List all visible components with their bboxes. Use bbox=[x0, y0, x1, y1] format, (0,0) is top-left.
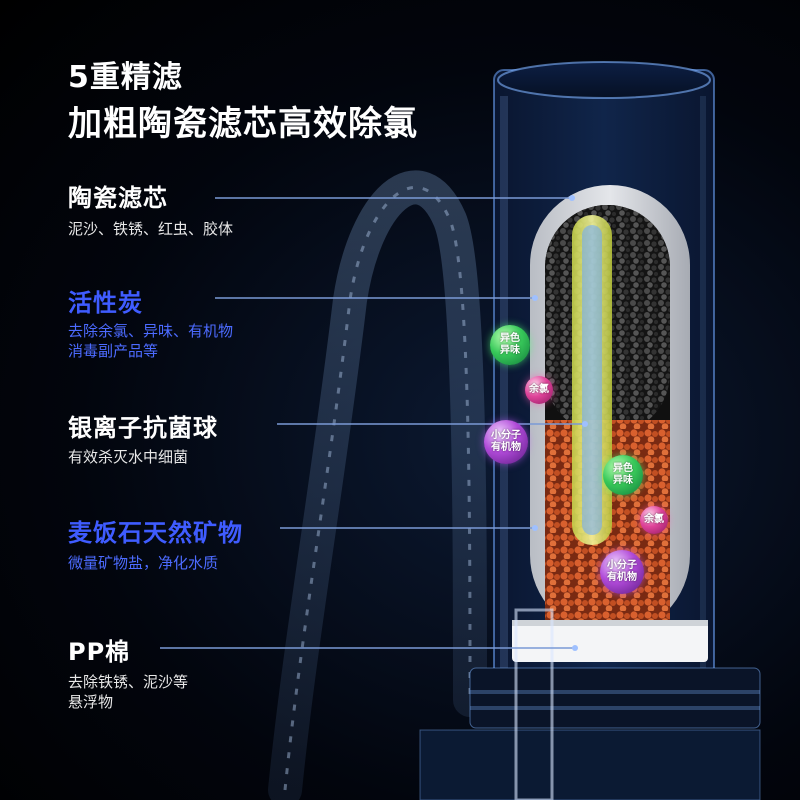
bubble-color-odor-2: 异色 异味 bbox=[603, 455, 643, 495]
layer-desc-pp-cotton-2: 悬浮物 bbox=[68, 693, 114, 711]
bubble-text: 异色 bbox=[500, 333, 520, 344]
layer-desc-activated-carbon-2: 消毒副产品等 bbox=[68, 342, 159, 360]
layer-title-pp-cotton: PP棉 bbox=[68, 638, 131, 666]
bubble-organic-2: 小分子 有机物 bbox=[600, 550, 644, 594]
bubble-text: 有机物 bbox=[607, 572, 637, 583]
bubble-text: 小分子 bbox=[491, 430, 521, 441]
layer-desc-activated-carbon-1: 去除余氯、异味、有机物 bbox=[68, 322, 234, 340]
layer-title-maifan-stone: 麦饭石天然矿物 bbox=[68, 519, 243, 547]
layer-desc-ceramic: 泥沙、铁锈、红虫、胶体 bbox=[68, 220, 234, 238]
bubble-text: 余氯 bbox=[644, 514, 664, 525]
layer-desc-silver-ion: 有效杀灭水中细菌 bbox=[68, 448, 189, 466]
layer-title-activated-carbon: 活性炭 bbox=[68, 289, 143, 317]
bubble-chlorine-2: 余氯 bbox=[640, 506, 668, 534]
bubble-text: 异味 bbox=[500, 345, 520, 356]
bubble-chlorine-1: 余氯 bbox=[525, 376, 553, 404]
layer-title-ceramic: 陶瓷滤芯 bbox=[68, 184, 168, 212]
bubble-color-odor-1: 异色 异味 bbox=[490, 325, 530, 365]
layer-title-silver-ion: 银离子抗菌球 bbox=[68, 414, 218, 442]
headline-line-2: 加粗陶瓷滤芯高效除氯 bbox=[68, 104, 418, 144]
bubble-text: 余氯 bbox=[529, 384, 549, 395]
bubble-text: 异味 bbox=[613, 475, 633, 486]
bubble-text: 小分子 bbox=[607, 560, 637, 571]
headline-line-1: 5重精滤 bbox=[68, 60, 183, 95]
bubble-text: 有机物 bbox=[491, 442, 521, 453]
bubble-organic-1: 小分子 有机物 bbox=[484, 420, 528, 464]
layer-desc-pp-cotton-1: 去除铁锈、泥沙等 bbox=[68, 673, 189, 691]
bubble-text: 异色 bbox=[613, 463, 633, 474]
layer-desc-maifan-stone: 微量矿物盐，净化水质 bbox=[68, 554, 219, 572]
